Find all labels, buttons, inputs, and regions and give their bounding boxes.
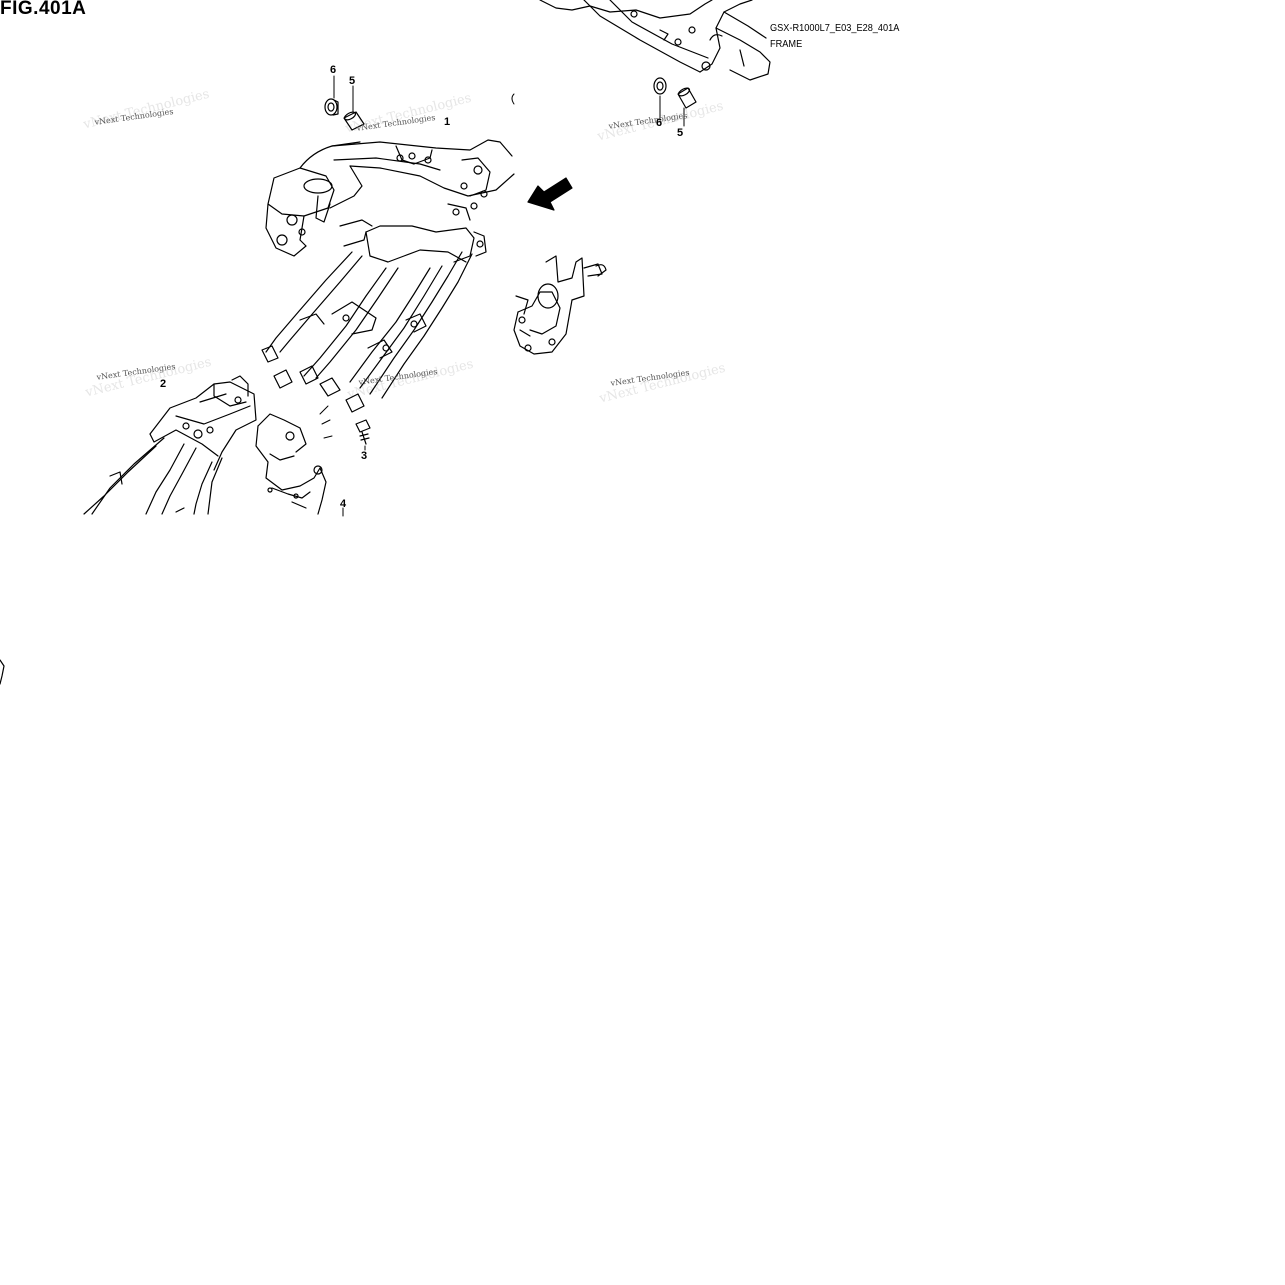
collar-part-right <box>653 77 667 95</box>
rear-plate-drawing <box>255 405 333 515</box>
side-bracket-drawing <box>513 255 607 355</box>
forward-direction-arrow: FWD <box>527 177 573 211</box>
section-name-label: FRAME <box>770 39 803 50</box>
figure-title: FIG.401A <box>0 0 87 19</box>
rear-frame-section-drawing <box>539 0 771 81</box>
callout-number: 5 <box>349 75 356 87</box>
bolt-part <box>355 419 371 445</box>
callout-number: 2 <box>160 378 167 390</box>
callout-number: 3 <box>361 450 368 462</box>
callout-number: 4 <box>340 498 347 510</box>
spacer-part-right <box>677 87 697 109</box>
collar-part-left <box>324 98 339 116</box>
model-code-label: GSX-R1000L7_E03_E28_401A <box>770 23 900 34</box>
seat-rail-drawing <box>83 375 257 515</box>
main-frame-drawing <box>261 93 515 413</box>
stray-mark <box>0 659 5 685</box>
callout-number: 5 <box>677 127 684 139</box>
callout-number: 6 <box>330 64 337 76</box>
callout-number: 6 <box>656 117 663 129</box>
spacer-part-left <box>343 111 365 131</box>
callout-number: 1 <box>444 116 451 128</box>
